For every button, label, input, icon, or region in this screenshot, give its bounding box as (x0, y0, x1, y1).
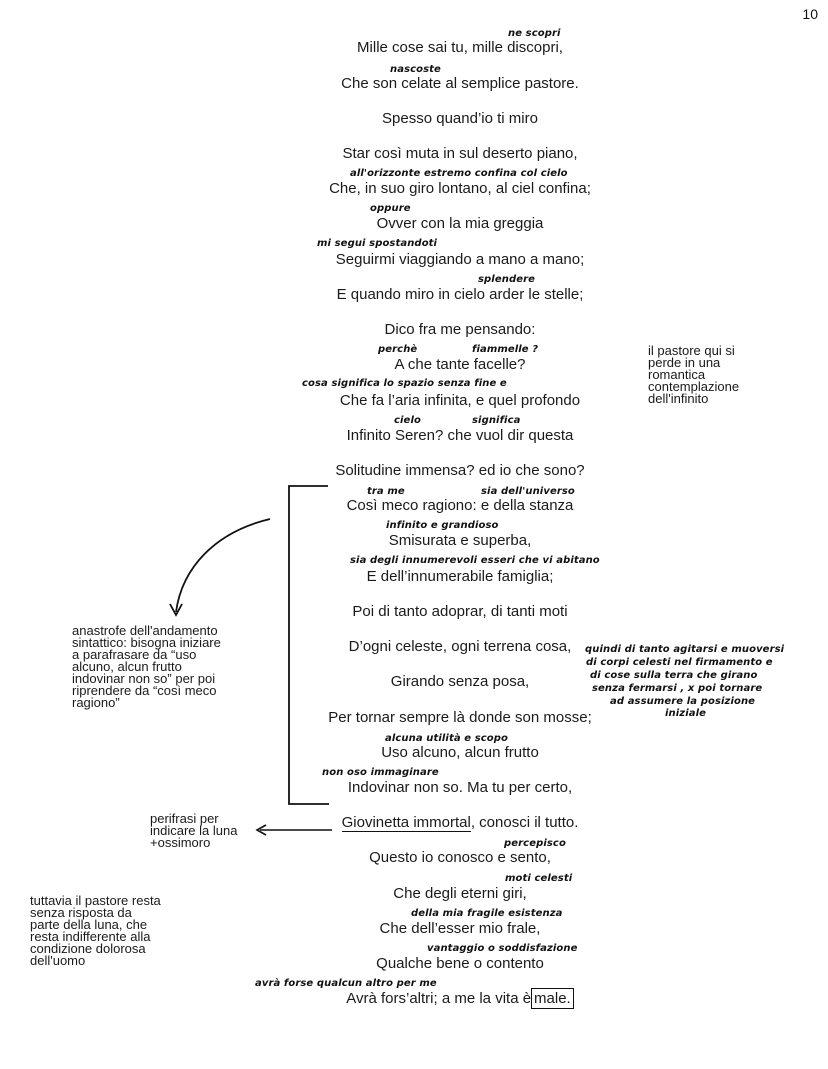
verse-line: Ovver con la mia greggia (376, 215, 544, 232)
verse-line: Solitudine immensa? ed io che sono? (335, 462, 585, 479)
handwritten-annotation: sia dell'universo (481, 486, 575, 497)
page-number: 10 (802, 6, 818, 22)
underlined-phrase: Giovinetta immortal (341, 814, 471, 832)
verse-line: Giovinetta immortal, conosci il tutto. (160, 814, 760, 832)
handwritten-annotation: alcuna utilità e scopo (385, 733, 509, 744)
curved-arrow (175, 518, 271, 613)
verse-line: Poi di tanto adoprar, di tanti moti (352, 603, 568, 620)
margin-note-infinito: il pastore qui si perde in una romantica… (648, 343, 740, 406)
handwritten-annotation: percepisco (504, 838, 566, 849)
verse-line: Che dell’esser mio frale, (379, 920, 541, 937)
verse-line: Star così muta in sul deserto piano, (342, 145, 578, 162)
verse-line: Smisurata e superba, (388, 532, 532, 549)
verse-line: Infinito Seren? che vuol dir questa (346, 427, 574, 444)
verse-line: Che fa l’aria infinita, e quel profondo (339, 392, 581, 409)
handwritten-annotation: moti celesti (505, 873, 573, 884)
handwritten-annotation: senza fermarsi , x poi tornare (592, 683, 763, 694)
verse-line: Che son celate al semplice pastore. (341, 75, 579, 92)
verse-line: E dell’innumerabile famiglia; (366, 568, 554, 585)
handwritten-annotation: fiammelle ? (472, 344, 539, 355)
handwritten-annotation: mi segui spostandoti (317, 238, 438, 249)
verse-line: Indovinar non so. Ma tu per certo, (347, 779, 573, 796)
handwritten-annotation: non oso immaginare (322, 767, 439, 778)
verse-line: Seguirmi viaggiando a mano a mano; (335, 251, 585, 268)
handwritten-annotation: infinito e grandioso (386, 520, 499, 531)
verse-fragment: Avrà fors’altri; a me la vita è (346, 990, 532, 1007)
margin-note-tuttavia: tuttavia il pastore resta senza risposta… (30, 893, 161, 968)
handwritten-annotation: di cose sulla terra che girano (590, 670, 758, 681)
handwritten-annotation: tra me (367, 486, 405, 497)
handwritten-annotation: significa (472, 415, 521, 426)
handwritten-annotation: cosa significa lo spazio senza fine e (302, 378, 507, 389)
verse-line: Spesso quand’io ti miro (382, 110, 538, 127)
verse-line: Per tornar sempre là donde son mosse; (328, 709, 592, 726)
verse-line: Mille cose sai tu, mille discopri, (357, 39, 563, 56)
margin-note-anastrofe: anastrofe dell'andamento sintattico: bis… (72, 623, 221, 710)
handwritten-annotation: iniziale (665, 708, 706, 719)
handwritten-annotation: avrà forse qualcun altro per me (255, 978, 437, 989)
verse-line: Così meco ragiono: e della stanza (346, 497, 574, 514)
verse-line: Dico fra me pensando: (384, 321, 536, 338)
handwritten-annotation: vantaggio o soddisfazione (427, 943, 578, 954)
handwritten-annotation: all'orizzonte estremo confina col cielo (350, 168, 568, 179)
verse-line: Girando senza posa, (390, 673, 530, 690)
verse-line: E quando miro in cielo arder le stelle; (336, 286, 584, 303)
verse-line: Che degli eterni giri, (393, 885, 527, 902)
margin-note-perifrasi: perifrasi per indicare la luna +ossimoro (150, 811, 238, 850)
verse-line: Uso alcuno, alcun frutto (381, 744, 539, 761)
handwritten-annotation: quindi di tanto agitarsi e muoversi (585, 644, 785, 655)
handwritten-annotation: ad assumere la posizione (610, 696, 756, 707)
handwritten-annotation: nascoste (390, 64, 441, 75)
verse-line: D’ogni celeste, ogni terrena cosa, (348, 638, 572, 655)
handwritten-annotation: splendere (478, 274, 535, 285)
verse-line: Che, in suo giro lontano, al ciel confin… (329, 180, 591, 197)
verse-line: Qualche bene o contento (376, 955, 544, 972)
handwritten-annotation: sia degli innumerevoli esseri che vi abi… (350, 555, 600, 566)
handwritten-annotation: oppure (370, 203, 411, 214)
handwritten-annotation: ne scopri (508, 28, 561, 39)
handwritten-annotation: della mia fragile esistenza (411, 908, 563, 919)
verse-line: Questo io conosco e sento, (369, 849, 551, 866)
arrow-head (169, 603, 183, 617)
handwritten-annotation: di corpi celesti nel firmamento e (586, 657, 773, 668)
handwritten-annotation: perchè (378, 344, 418, 355)
arrow-head (255, 824, 267, 836)
bracket-line (288, 485, 329, 805)
handwritten-annotation: cielo (394, 415, 421, 426)
verse-fragment: , conosci il tutto. (470, 814, 579, 831)
boxed-word: male. (531, 988, 574, 1009)
verse-line: A che tante facelle? (394, 356, 526, 373)
